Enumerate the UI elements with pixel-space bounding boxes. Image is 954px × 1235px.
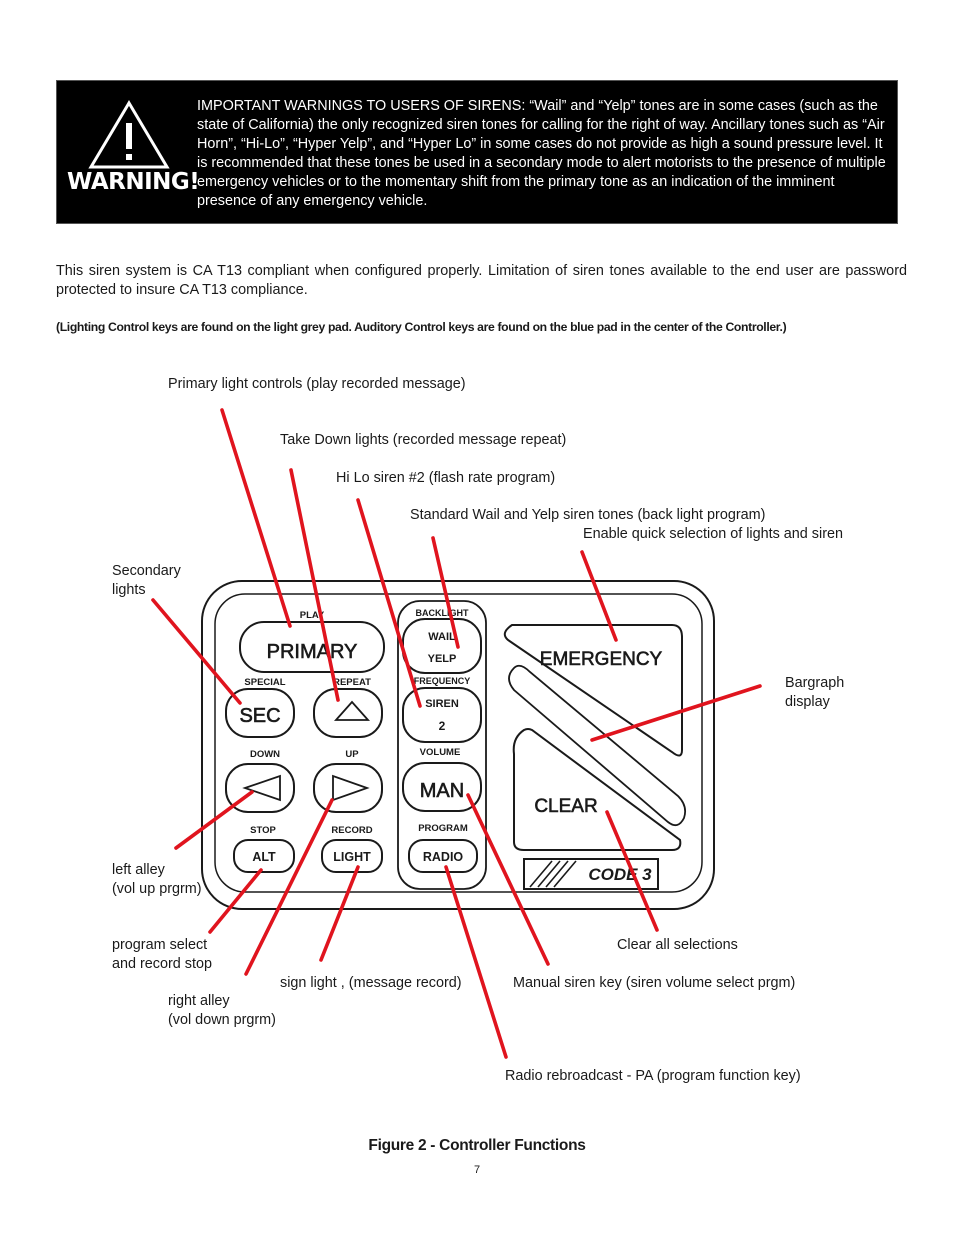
label-siren-num: 2 (439, 719, 446, 733)
label-siren: SIREN (425, 698, 459, 710)
controller-inner-border (214, 593, 703, 893)
pointer-takedown (289, 468, 340, 702)
label-alt: ALT (252, 850, 276, 864)
warning-triangle-icon (88, 100, 170, 169)
right-arrow-icon (332, 774, 370, 802)
callout-radio: Radio rebroadcast - PA (program function… (505, 1068, 801, 1084)
callout-wailyelp: Standard Wail and Yelp siren tones (back… (410, 507, 766, 523)
warning-title: WARNING! (67, 169, 200, 195)
pointer-left-alley (174, 790, 254, 850)
pointer-manual (466, 793, 550, 966)
pointer-primary (220, 408, 292, 628)
figure-caption: Figure 2 - Controller Functions (368, 1137, 586, 1154)
pointer-program-select (208, 868, 263, 934)
label-clear: CLEAR (534, 796, 597, 817)
pad-note: (Lighting Control keys are found on the … (56, 320, 787, 334)
callout-left-alley: left alley(vol up prgrm) (112, 862, 202, 897)
callout-manual: Manual siren key (siren volume select pr… (513, 975, 796, 991)
label-down: DOWN (250, 749, 280, 760)
emergency-key (503, 624, 683, 757)
label-special: SPECIAL (244, 677, 285, 688)
callout-primary: Primary light controls (play recorded me… (168, 376, 466, 392)
warning-text: IMPORTANT WARNINGS TO USERS OF SIRENS: “… (197, 98, 886, 209)
warning-box: WARNING! IMPORTANT WARNINGS TO USERS OF … (56, 80, 898, 224)
label-light: LIGHT (333, 850, 371, 864)
code3-logo-box (523, 858, 659, 890)
compliance-paragraph: This siren system is CA T13 compliant wh… (56, 263, 907, 298)
pointer-wailyelp (431, 536, 460, 649)
up-key (313, 763, 383, 813)
label-volume: VOLUME (420, 747, 461, 758)
callout-emergency: Enable quick selection of lights and sir… (583, 526, 843, 542)
callout-takedown: Take Down lights (recorded message repea… (280, 432, 567, 448)
page-number: 7 (473, 1164, 481, 1176)
label-sec: SEC (239, 705, 280, 727)
left-arrow-icon (242, 774, 281, 802)
bargraph-display (508, 664, 687, 827)
label-backlight: BACKLIGHT (416, 608, 469, 618)
repeat-key (313, 688, 383, 738)
up-triangle-icon (333, 700, 371, 721)
down-key (225, 763, 295, 813)
pointer-bargraph (590, 684, 762, 742)
pointer-clear-all (605, 810, 659, 932)
label-play: PLAY (300, 610, 325, 621)
man-key (402, 762, 482, 812)
label-wail: WAIL (428, 631, 456, 643)
callout-hilo: Hi Lo siren #2 (flash rate program) (336, 470, 556, 486)
label-emergency: EMERGENCY (540, 649, 663, 670)
pointer-radio (444, 865, 508, 1059)
label-repeat: REPEAT (333, 677, 371, 688)
light-key (321, 839, 383, 873)
radio-key (408, 839, 478, 873)
sec-key (225, 688, 295, 738)
code3-logo-slashes (529, 860, 577, 888)
label-radio: RADIO (423, 850, 464, 864)
primary-key (239, 621, 385, 673)
label-code3: CODE 3 (588, 865, 652, 884)
pointer-lines (151, 408, 762, 1059)
label-stop: STOP (250, 825, 276, 836)
label-frequency: FREQUENCY (414, 676, 471, 686)
clear-key (512, 728, 682, 851)
pointer-emergency (580, 550, 618, 642)
callout-right-alley: right alley(vol down prgrm) (168, 993, 276, 1028)
label-program: PROGRAM (418, 823, 468, 834)
label-yelp: YELP (428, 653, 457, 665)
label-up: UP (345, 749, 359, 760)
pointer-right-alley (244, 798, 334, 976)
callout-sign-light: sign light , (message record) (280, 975, 462, 991)
siren-pad (397, 600, 487, 890)
siren2-key (402, 687, 482, 743)
alt-key (233, 839, 295, 873)
pointer-secondary (151, 598, 242, 705)
callout-clear-all: Clear all selections (617, 937, 738, 953)
pointer-hilo (356, 498, 422, 708)
pointer-sign-light (319, 865, 360, 962)
label-primary: PRIMARY (267, 641, 358, 663)
label-record: RECORD (331, 825, 372, 836)
label-man: MAN (420, 780, 464, 802)
